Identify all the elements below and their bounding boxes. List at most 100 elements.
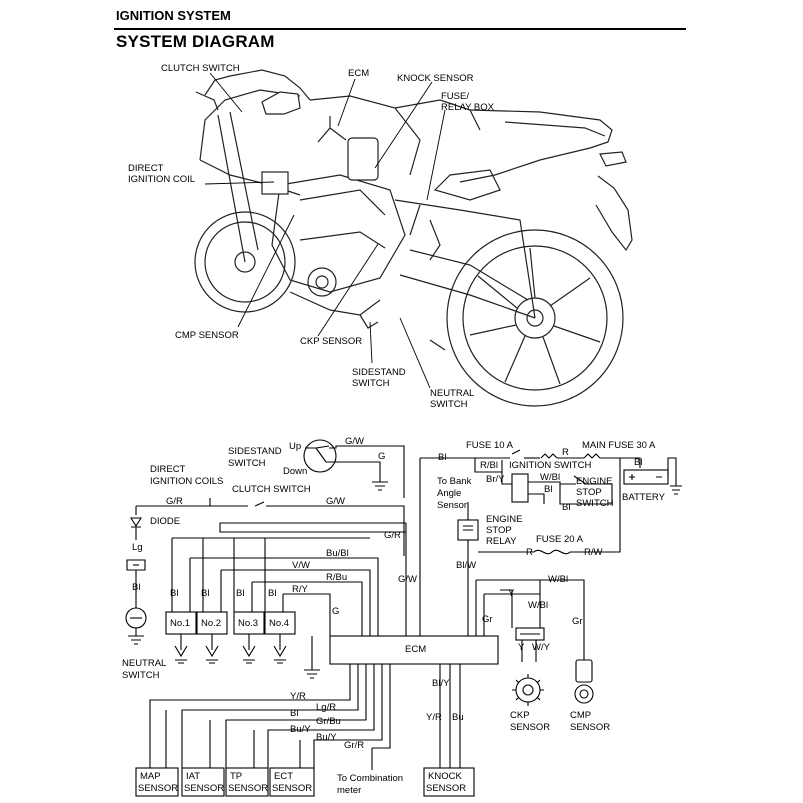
wire-gr-mid: G/R (384, 530, 401, 541)
wire-bl1: Bl (170, 588, 178, 599)
wire-gr-b: Gr (572, 616, 583, 627)
wire-gr-left: G/R (166, 496, 183, 507)
sch-iat-1: IAT (186, 771, 200, 782)
sch-fuse20: FUSE 20 A (536, 534, 584, 545)
sch-sidestand-2: SWITCH (228, 458, 266, 469)
knock-sensor-box (423, 767, 475, 797)
wire-bry: Br/Y (486, 474, 505, 485)
leader-lines (204, 72, 446, 389)
label-dic-2: IGNITION COIL (128, 174, 195, 185)
sch-clutch-switch: CLUTCH SWITCH (232, 484, 311, 495)
wire-bl4: Bl (268, 588, 276, 599)
wire-grbu: Gr/Bu (316, 716, 341, 727)
wire-yr: Y/R (290, 691, 306, 702)
wire-y-top: Y (508, 588, 515, 599)
sch-knock-2: SENSOR (426, 783, 466, 794)
label-fuse-relay-2: RELAY BOX (441, 102, 495, 113)
wire-yr2: Y/R (426, 712, 442, 723)
sch-main-fuse: MAIN FUSE 30 A (582, 440, 656, 451)
wire-buy2: Bu/Y (316, 732, 337, 743)
wire-rw-20: R/W (584, 547, 603, 558)
wire-bl-bat: Bl (634, 457, 642, 468)
sch-es-relay-1: ENGINE (486, 514, 522, 525)
sch-tp-1: TP (230, 771, 242, 782)
tp-sensor-box (225, 767, 269, 797)
wire-bl-fuse: Bl (438, 452, 446, 463)
label-neutral-1: NEUTRAL (430, 388, 474, 399)
iat-sensor-box (181, 767, 225, 797)
sch-es-switch-2: STOP (576, 487, 602, 498)
label-neutral-2: SWITCH (430, 399, 468, 410)
wire-blw: Bl/W (456, 560, 476, 571)
sch-bank-1: To Bank (437, 476, 472, 487)
sch-neutral-2: SWITCH (122, 670, 160, 681)
sch-coil2: No.2 (201, 618, 221, 629)
wire-buy: Bu/Y (290, 724, 311, 735)
sch-coils-2: IGNITION COILS (150, 476, 223, 487)
wire-bl3: Bl (236, 588, 244, 599)
label-fuse-relay-1: FUSE/ (441, 91, 469, 102)
wire-gr-a: Gr (482, 614, 493, 625)
wire-bl-neutral: Bl (132, 582, 140, 593)
sch-ignition-switch: IGNITION SWITCH (509, 460, 591, 471)
wire-wbl-ckp: W/Bl (528, 600, 548, 611)
ect-sensor-box (269, 767, 315, 797)
heading-rule (114, 28, 686, 30)
sch-sidestand-1: SIDESTAND (228, 446, 282, 457)
sch-combo-1: To Combination (337, 773, 403, 784)
sch-ecm: ECM (405, 644, 426, 655)
sch-es-switch-1: ENGINE (576, 476, 612, 487)
sch-fuse10: FUSE 10 A (466, 440, 514, 451)
sch-bank-2: Angle (437, 488, 461, 499)
wire-gw-side: G/W (345, 436, 364, 447)
sch-coil3: No.3 (238, 618, 258, 629)
wire-grr: Gr/R (344, 740, 364, 751)
rear-wheel (446, 229, 624, 407)
sch-tp-2: SENSOR (228, 783, 268, 794)
wire-r-top: R (562, 447, 569, 458)
sch-diode: DIODE (150, 516, 180, 527)
cmp-connector (575, 659, 593, 683)
wire-gw-clutch: G/W (326, 496, 345, 507)
wire-lgr: Lg/R (316, 702, 336, 713)
label-ckp-sensor: CKP SENSOR (300, 336, 362, 347)
wire-vw: V/W (292, 560, 310, 571)
sch-coil1: No.1 (170, 618, 190, 629)
sch-neutral-1: NEUTRAL (122, 658, 166, 669)
sch-ect-1: ECT (274, 771, 293, 782)
wire-g-side: G (378, 451, 385, 462)
wiring-schematic (125, 439, 682, 797)
label-clutch-switch: CLUTCH SWITCH (161, 63, 240, 74)
sch-combo-2: meter (337, 785, 361, 796)
label-knock-sensor: KNOCK SENSOR (397, 73, 474, 84)
wire-lg: Lg (132, 542, 143, 553)
label-sidestand-1: SIDESTAND (352, 367, 406, 378)
sch-coils-1: DIRECT (150, 464, 186, 475)
sch-ckp-2: SENSOR (510, 722, 550, 733)
sch-cmp-1: CMP (570, 710, 591, 721)
label-cmp-sensor: CMP SENSOR (175, 330, 239, 341)
wire-wbl-es: W/Bl (540, 472, 560, 483)
bank-angle-relay (511, 473, 529, 503)
label-ecm: ECM (348, 68, 369, 79)
motorcycle-illustration (194, 69, 633, 407)
sch-es-relay-3: RELAY (486, 536, 517, 547)
wire-wbl-top: W/Bl (548, 574, 568, 585)
sch-iat-2: SENSOR (184, 783, 224, 794)
sch-map-2: SENSOR (138, 783, 178, 794)
label-dic-1: DIRECT (128, 163, 164, 174)
wire-rbu: R/Bu (326, 572, 347, 583)
wire-r-20: R (526, 547, 533, 558)
sch-up: Up (289, 441, 301, 452)
sch-knock-1: KNOCK (428, 771, 462, 782)
wire-y-ckp: Y (518, 642, 525, 653)
wire-bl-es: Bl (544, 484, 552, 495)
wire-bl-es2: Bl (562, 502, 570, 513)
wire-wy-ckp: W/Y (532, 642, 551, 653)
wire-g-ecm: G (332, 606, 339, 617)
sch-coil4: No.4 (269, 618, 289, 629)
sch-ect-2: SENSOR (272, 783, 312, 794)
sch-es-switch-3: SWITCH (576, 498, 614, 509)
map-sensor-box (135, 767, 179, 797)
